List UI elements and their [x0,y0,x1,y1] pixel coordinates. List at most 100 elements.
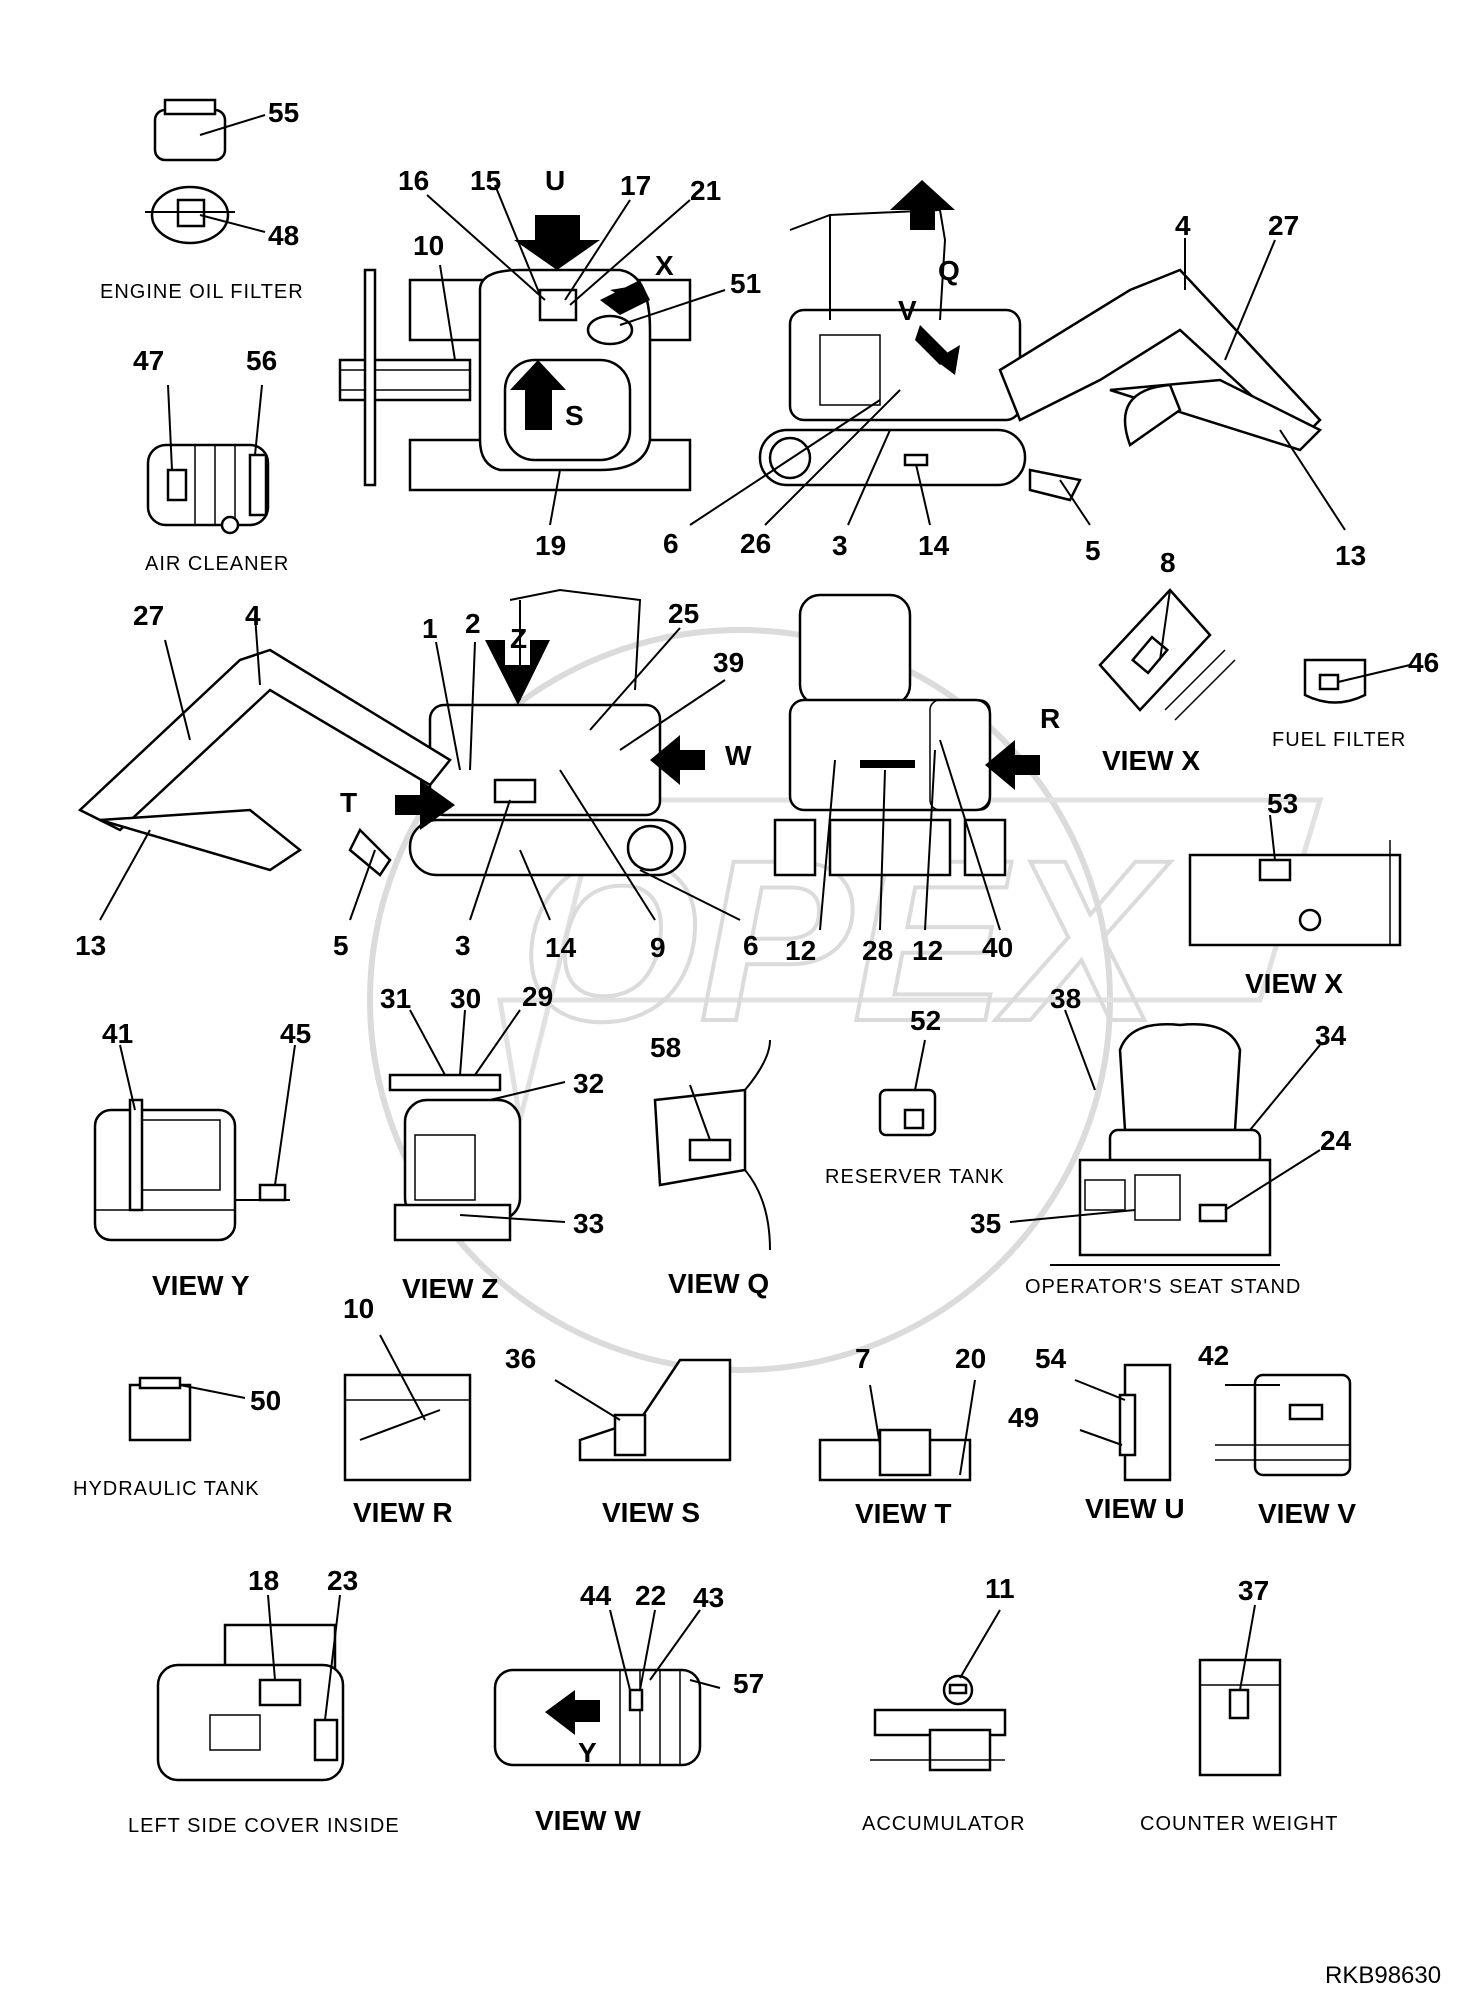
callout-21: 21 [690,175,721,206]
side-view-machine-top [689,180,1346,531]
arrow-letter-s: S [565,400,584,431]
callout-33: 33 [573,1208,604,1239]
label-fuel-filter: FUEL FILTER [1272,729,1406,751]
callout-42: 42 [1198,1340,1229,1371]
callout-27a: 27 [1268,210,1299,241]
callout-10b: 10 [343,1293,374,1324]
view-title-s: VIEW S [602,1497,700,1528]
arrow-letter-y: Y [578,1737,597,1768]
view-title-x-top: VIEW X [1102,745,1200,776]
callout-5a: 5 [1085,535,1101,566]
arrow-v-icon [915,325,960,375]
callout-48: 48 [268,220,299,251]
callout-43: 43 [693,1582,724,1613]
callout-47: 47 [133,345,164,376]
view-title-x-right: VIEW X [1245,968,1343,999]
accumulator-figure [870,1609,1007,1772]
arrow-letter-w: W [725,740,752,771]
callout-13b: 13 [75,930,106,961]
callout-15: 15 [470,165,501,196]
arrow-w-icon [650,735,705,785]
callout-32: 32 [573,1068,604,1099]
callout-26: 26 [740,528,771,559]
callout-17: 17 [620,170,651,201]
callout-numbers: 55 48 47 56 16 15 17 21 10 51 19 4 27 6 … [75,97,1439,1699]
callout-55: 55 [268,97,299,128]
callout-53: 53 [1267,788,1298,819]
fuel-filter-figure [1303,658,1411,704]
callout-5b: 5 [333,930,349,961]
callout-36: 36 [505,1343,536,1374]
callout-38: 38 [1050,983,1081,1014]
view-title-t: VIEW T [855,1498,951,1529]
label-engine-oil-filter: ENGINE OIL FILTER [100,281,304,303]
callout-58: 58 [650,1032,681,1063]
view-title-z: VIEW Z [402,1273,498,1304]
arrow-s-icon [510,360,566,430]
label-air-cleaner: AIR CLEANER [145,553,289,575]
callout-13a: 13 [1335,540,1366,571]
arrow-letter-r: R [1040,703,1060,734]
arrow-letter-v: V [898,295,917,326]
callout-52: 52 [910,1005,941,1036]
operators-seat-stand-figure [1009,1009,1321,1266]
callout-29: 29 [522,981,553,1012]
callout-45: 45 [280,1018,311,1049]
callout-28: 28 [862,935,893,966]
component-labels: ENGINE OIL FILTER AIR CLEANER FUEL FILTE… [73,281,1406,1837]
view-title-u: VIEW U [1085,1493,1185,1524]
arrow-letters: U X S Q V Z T W R Y [340,165,1060,1768]
callout-7: 7 [855,1343,871,1374]
callout-30: 30 [450,983,481,1014]
label-counter-weight: COUNTER WEIGHT [1140,1813,1338,1835]
left-side-cover-inside-figure [156,1594,345,1782]
callout-4b: 4 [245,600,261,631]
view-v-figure [1215,1373,1352,1477]
callout-25: 25 [668,598,699,629]
arrow-t-icon [395,780,455,830]
callout-44: 44 [580,1580,612,1611]
view-title-v: VIEW V [1258,1498,1356,1529]
callout-16: 16 [398,165,429,196]
arrow-z-icon [485,640,550,705]
label-reserver-tank: RESERVER TANK [825,1166,1005,1188]
callout-12b: 12 [912,935,943,966]
side-view-machine-bottom [77,588,741,921]
view-title-w: VIEW W [535,1805,641,1836]
callout-40: 40 [982,932,1013,963]
arrow-y-icon [545,1690,600,1735]
callout-4a: 4 [1175,210,1191,241]
callout-6b: 6 [743,930,759,961]
callout-49: 49 [1008,1402,1039,1433]
callout-10a: 10 [413,230,444,261]
callout-3b: 3 [455,930,471,961]
view-u-figure [1074,1363,1172,1482]
callout-54: 54 [1035,1343,1067,1374]
rear-view-machine [773,593,1040,931]
callout-18: 18 [248,1565,279,1596]
view-w-figure [493,1609,721,1767]
label-left-side-cover-inside: LEFT SIDE COVER INSIDE [128,1815,400,1837]
callout-11: 11 [985,1573,1015,1604]
callout-57: 57 [733,1668,764,1699]
view-q-figure [653,1039,771,1251]
arrow-letter-u: U [545,165,565,196]
callout-41: 41 [102,1018,133,1049]
label-hydraulic-tank: HYDRAULIC TANK [73,1478,260,1500]
hydraulic-tank-figure [128,1376,246,1442]
arrow-letter-t: T [340,787,357,818]
callout-46: 46 [1408,647,1439,678]
view-title-r: VIEW R [353,1497,453,1528]
drawing-code: RKB98630 [1325,1962,1441,1989]
arrow-u-icon [514,215,600,270]
view-r-figure [343,1334,472,1482]
view-titles: VIEW X VIEW X VIEW Y VIEW Z VIEW Q VIEW … [152,745,1356,1836]
label-operators-seat-stand: OPERATOR'S SEAT STAND [1025,1276,1301,1298]
top-view-machine [338,184,726,526]
callout-14b: 14 [545,932,577,963]
view-t-figure [818,1379,976,1482]
air-cleaner-figure [146,384,270,535]
arrow-x-icon [600,280,650,315]
callout-31: 31 [380,983,411,1014]
